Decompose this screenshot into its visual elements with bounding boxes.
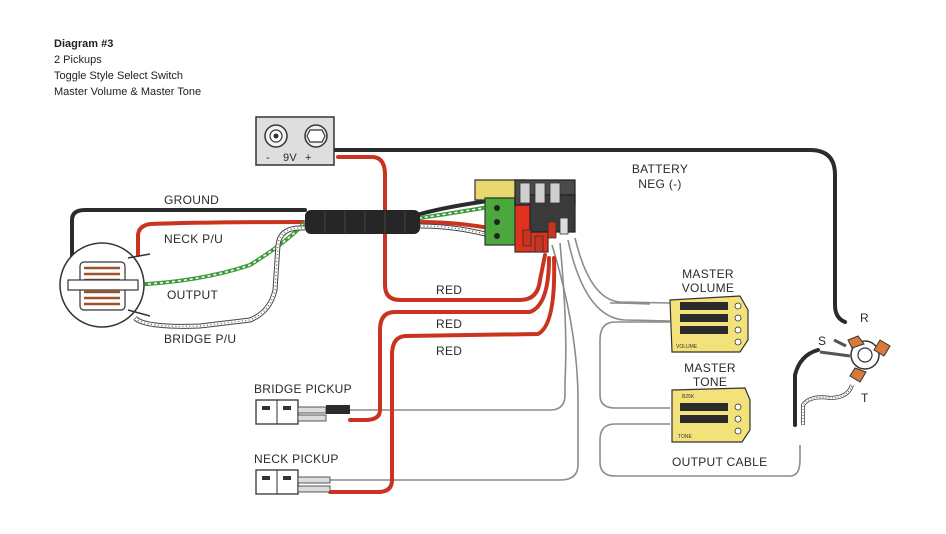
grey-wire-output-cable	[599, 423, 801, 477]
grey-wires	[330, 237, 801, 481]
diagram-title: Diagram #3	[54, 38, 114, 50]
stereo-output-jack	[819, 335, 891, 383]
battery-voltage-label: 9V	[283, 152, 297, 164]
diagram-subtitle-pickups: 2 Pickups	[54, 54, 102, 66]
output-green-wire-stripe	[129, 205, 496, 286]
grey-wire-switch-neck	[330, 244, 579, 481]
neck-pu-red-wire	[136, 220, 307, 257]
jack-ring-label: R	[860, 311, 869, 325]
master-tone-label-line2: TONE	[693, 375, 727, 389]
diagram-subtitle-controls: Master Volume & Master Tone	[54, 86, 202, 98]
neck-pickup-connector	[255, 469, 331, 495]
output-jack-left	[59, 242, 151, 328]
output-cable-black	[793, 348, 820, 427]
neck-pu-label: NECK P/U	[164, 232, 223, 246]
bridge-pickup-connector	[255, 399, 350, 425]
red-wire-bridge	[348, 256, 551, 422]
battery-neg-label-line2: NEG (-)	[638, 177, 681, 191]
battery-minus-label: -	[266, 152, 270, 164]
master-volume-pot: VOLUME	[669, 295, 749, 353]
grey-wire-volume-in	[609, 302, 651, 305]
master-tone-label-line1: MASTER	[684, 361, 736, 375]
toggle-switch	[474, 179, 576, 253]
output-label: OUTPUT	[167, 288, 218, 302]
output-cable-dotted	[801, 384, 854, 425]
grey-wire-volume-tone	[599, 321, 670, 409]
volume-pot-text: VOLUME	[676, 344, 698, 350]
battery-snap: - 9V +	[255, 116, 335, 166]
master-tone-pot: B25K TONE	[671, 387, 751, 443]
battery-red-wire	[336, 155, 547, 302]
bridge-pu-label: BRIDGE P/U	[164, 332, 236, 346]
ground-label: GROUND	[164, 193, 219, 207]
battery-neg-label-line1: BATTERY	[632, 162, 688, 176]
master-volume-label-line2: VOLUME	[682, 281, 734, 295]
battery-negative-wire	[333, 148, 847, 324]
diagram-subtitle-switch: Toggle Style Select Switch	[54, 70, 184, 82]
jack-tip-label: T	[861, 391, 869, 405]
red-label-3: RED	[436, 344, 462, 358]
red-label-2: RED	[436, 317, 462, 331]
ground-wire	[70, 208, 307, 262]
red-label-1: RED	[436, 283, 462, 297]
bridge-pickup-label: BRIDGE PICKUP	[254, 382, 352, 396]
neck-pickup-label: NECK PICKUP	[254, 452, 339, 466]
grey-wire-switch-volume-a	[574, 237, 671, 304]
jack-sleeve-label: S	[818, 334, 826, 348]
battery-plus-label: +	[305, 152, 312, 164]
heat-shrink-bundle	[305, 210, 420, 234]
red-wires	[136, 155, 557, 494]
grey-wire-switch-volume-b	[567, 239, 671, 322]
tone-pot-text: TONE	[678, 434, 692, 440]
red-wire-neck	[328, 256, 557, 494]
output-cable-label: OUTPUT CABLE	[672, 455, 767, 469]
tone-pot-value-text: B25K	[682, 394, 695, 400]
master-volume-label-line1: MASTER	[682, 267, 734, 281]
